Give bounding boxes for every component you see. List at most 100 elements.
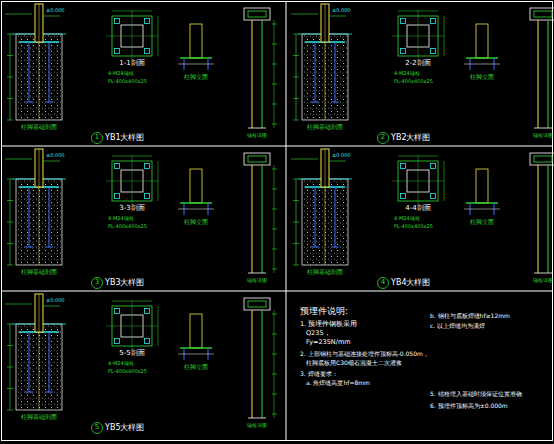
anchor-rod <box>252 165 253 273</box>
section-inner <box>534 156 552 162</box>
detail-panel <box>291 149 554 289</box>
column-axis <box>325 4 326 120</box>
dimension-tick <box>272 394 277 395</box>
dimension-line <box>398 11 438 12</box>
panel-divider <box>286 2 287 441</box>
elevation-mark: ±0.000 <box>332 8 351 14</box>
leader-line <box>5 14 32 15</box>
leader-line <box>291 159 318 160</box>
dimension-tick <box>272 189 277 190</box>
anchor-bolt <box>315 187 316 247</box>
anchor-hook <box>45 392 53 393</box>
grout-line <box>178 209 214 210</box>
title-circle <box>92 133 103 144</box>
anchor-bolt <box>29 332 30 392</box>
detail-number: 5 <box>95 424 99 432</box>
section-inner <box>248 11 266 17</box>
detail-caption: 锚栓详图 <box>247 133 267 139</box>
elevation-mark: ±0.000 <box>332 153 351 159</box>
dimension-tick <box>7 200 13 201</box>
anchor-rod <box>538 165 539 273</box>
anchor-bolt <box>29 42 30 102</box>
section-caption: 柱脚基础剖面 <box>307 124 343 131</box>
detail-caption: 锚栓详图 <box>533 278 553 284</box>
section-caption: 柱脚基础剖面 <box>21 124 57 131</box>
dimension-line <box>274 310 275 418</box>
anchor-rod <box>548 20 549 128</box>
dimension-tick <box>7 410 13 411</box>
anchor-hook <box>45 102 53 103</box>
center-line <box>132 300 133 350</box>
elevation-caption: 柱脚立面 <box>184 74 208 81</box>
dimension-line <box>158 161 159 201</box>
note-text: 3. 焊缝要求： <box>300 371 338 378</box>
note-text: a. 角焊缝高度hf=8mm <box>306 380 370 387</box>
dimension-tick <box>293 77 299 78</box>
anchor-bolt <box>315 42 316 102</box>
anchor-bolt <box>49 187 50 247</box>
detail-caption: 锚栓详图 <box>533 133 553 139</box>
detail-caption: 锚栓详图 <box>247 278 267 284</box>
anchor-rod <box>252 310 253 418</box>
detail-title: YB3大样图 <box>105 279 144 288</box>
column-axis <box>325 149 326 265</box>
dimension-tick <box>293 200 299 201</box>
base-plate <box>466 202 498 203</box>
bolt-hole <box>145 49 150 54</box>
bolt-hole <box>145 194 150 199</box>
dimension-tick <box>293 243 299 244</box>
detail-title: YB1大样图 <box>105 134 144 143</box>
detail-number: 2 <box>381 134 385 142</box>
anchor-bolt <box>49 42 50 102</box>
dimension-tick <box>272 334 277 335</box>
note-text: 预埋件说明: <box>300 307 348 317</box>
anchor-hook <box>25 392 33 393</box>
bolt-hole <box>401 164 406 169</box>
leader-line <box>43 306 60 307</box>
grout-line <box>464 64 500 65</box>
dimension-tick <box>7 55 13 56</box>
leader-line <box>43 161 60 162</box>
center-line <box>418 155 419 205</box>
section-box <box>244 8 270 20</box>
bolt-note: 4-M24锚栓 <box>108 216 134 222</box>
leader-line <box>329 161 346 162</box>
detail-panel <box>291 4 554 144</box>
detail-caption: 锚栓详图 <box>247 423 267 429</box>
dimension-line <box>274 20 275 128</box>
detail-panel <box>5 294 277 434</box>
bolt-note: 4-M24锚栓 <box>108 361 134 367</box>
anchor-hook <box>331 102 339 103</box>
dimension-tick <box>293 222 299 223</box>
anchor-plate <box>248 418 266 419</box>
leader-line <box>291 14 318 15</box>
column-stub <box>476 169 488 203</box>
dimension-line <box>158 306 159 346</box>
dimension-tick <box>272 104 277 105</box>
bolt-hole <box>115 339 120 344</box>
dimension-tick <box>272 414 277 415</box>
detail-number: 1 <box>95 134 99 142</box>
base-plate <box>180 202 212 203</box>
section-title: 1-1剖面 <box>119 60 144 68</box>
anchor-bolt <box>49 332 50 392</box>
dimension-tick <box>272 249 277 250</box>
bolt-note: 4-M24锚栓 <box>394 216 420 222</box>
note-text: b. 钢柱与底板焊缝hf≥12mm <box>430 313 510 320</box>
anchor-hook <box>25 247 33 248</box>
title-circle <box>92 278 103 289</box>
dimension-tick <box>293 120 299 121</box>
grout-line <box>178 64 214 65</box>
dimension-tick <box>272 354 277 355</box>
dimension-tick <box>7 367 13 368</box>
anchor-rod <box>262 20 263 128</box>
dimension-tick <box>7 243 13 244</box>
dimension-tick <box>272 209 277 210</box>
column-stub <box>190 169 202 203</box>
dimension-tick <box>7 324 13 325</box>
anchor-hook <box>25 102 33 103</box>
title-circle <box>378 278 389 289</box>
note-text: 柱脚底板用C30细石混凝土二次灌浆 <box>306 360 402 367</box>
dimension-tick <box>272 169 277 170</box>
